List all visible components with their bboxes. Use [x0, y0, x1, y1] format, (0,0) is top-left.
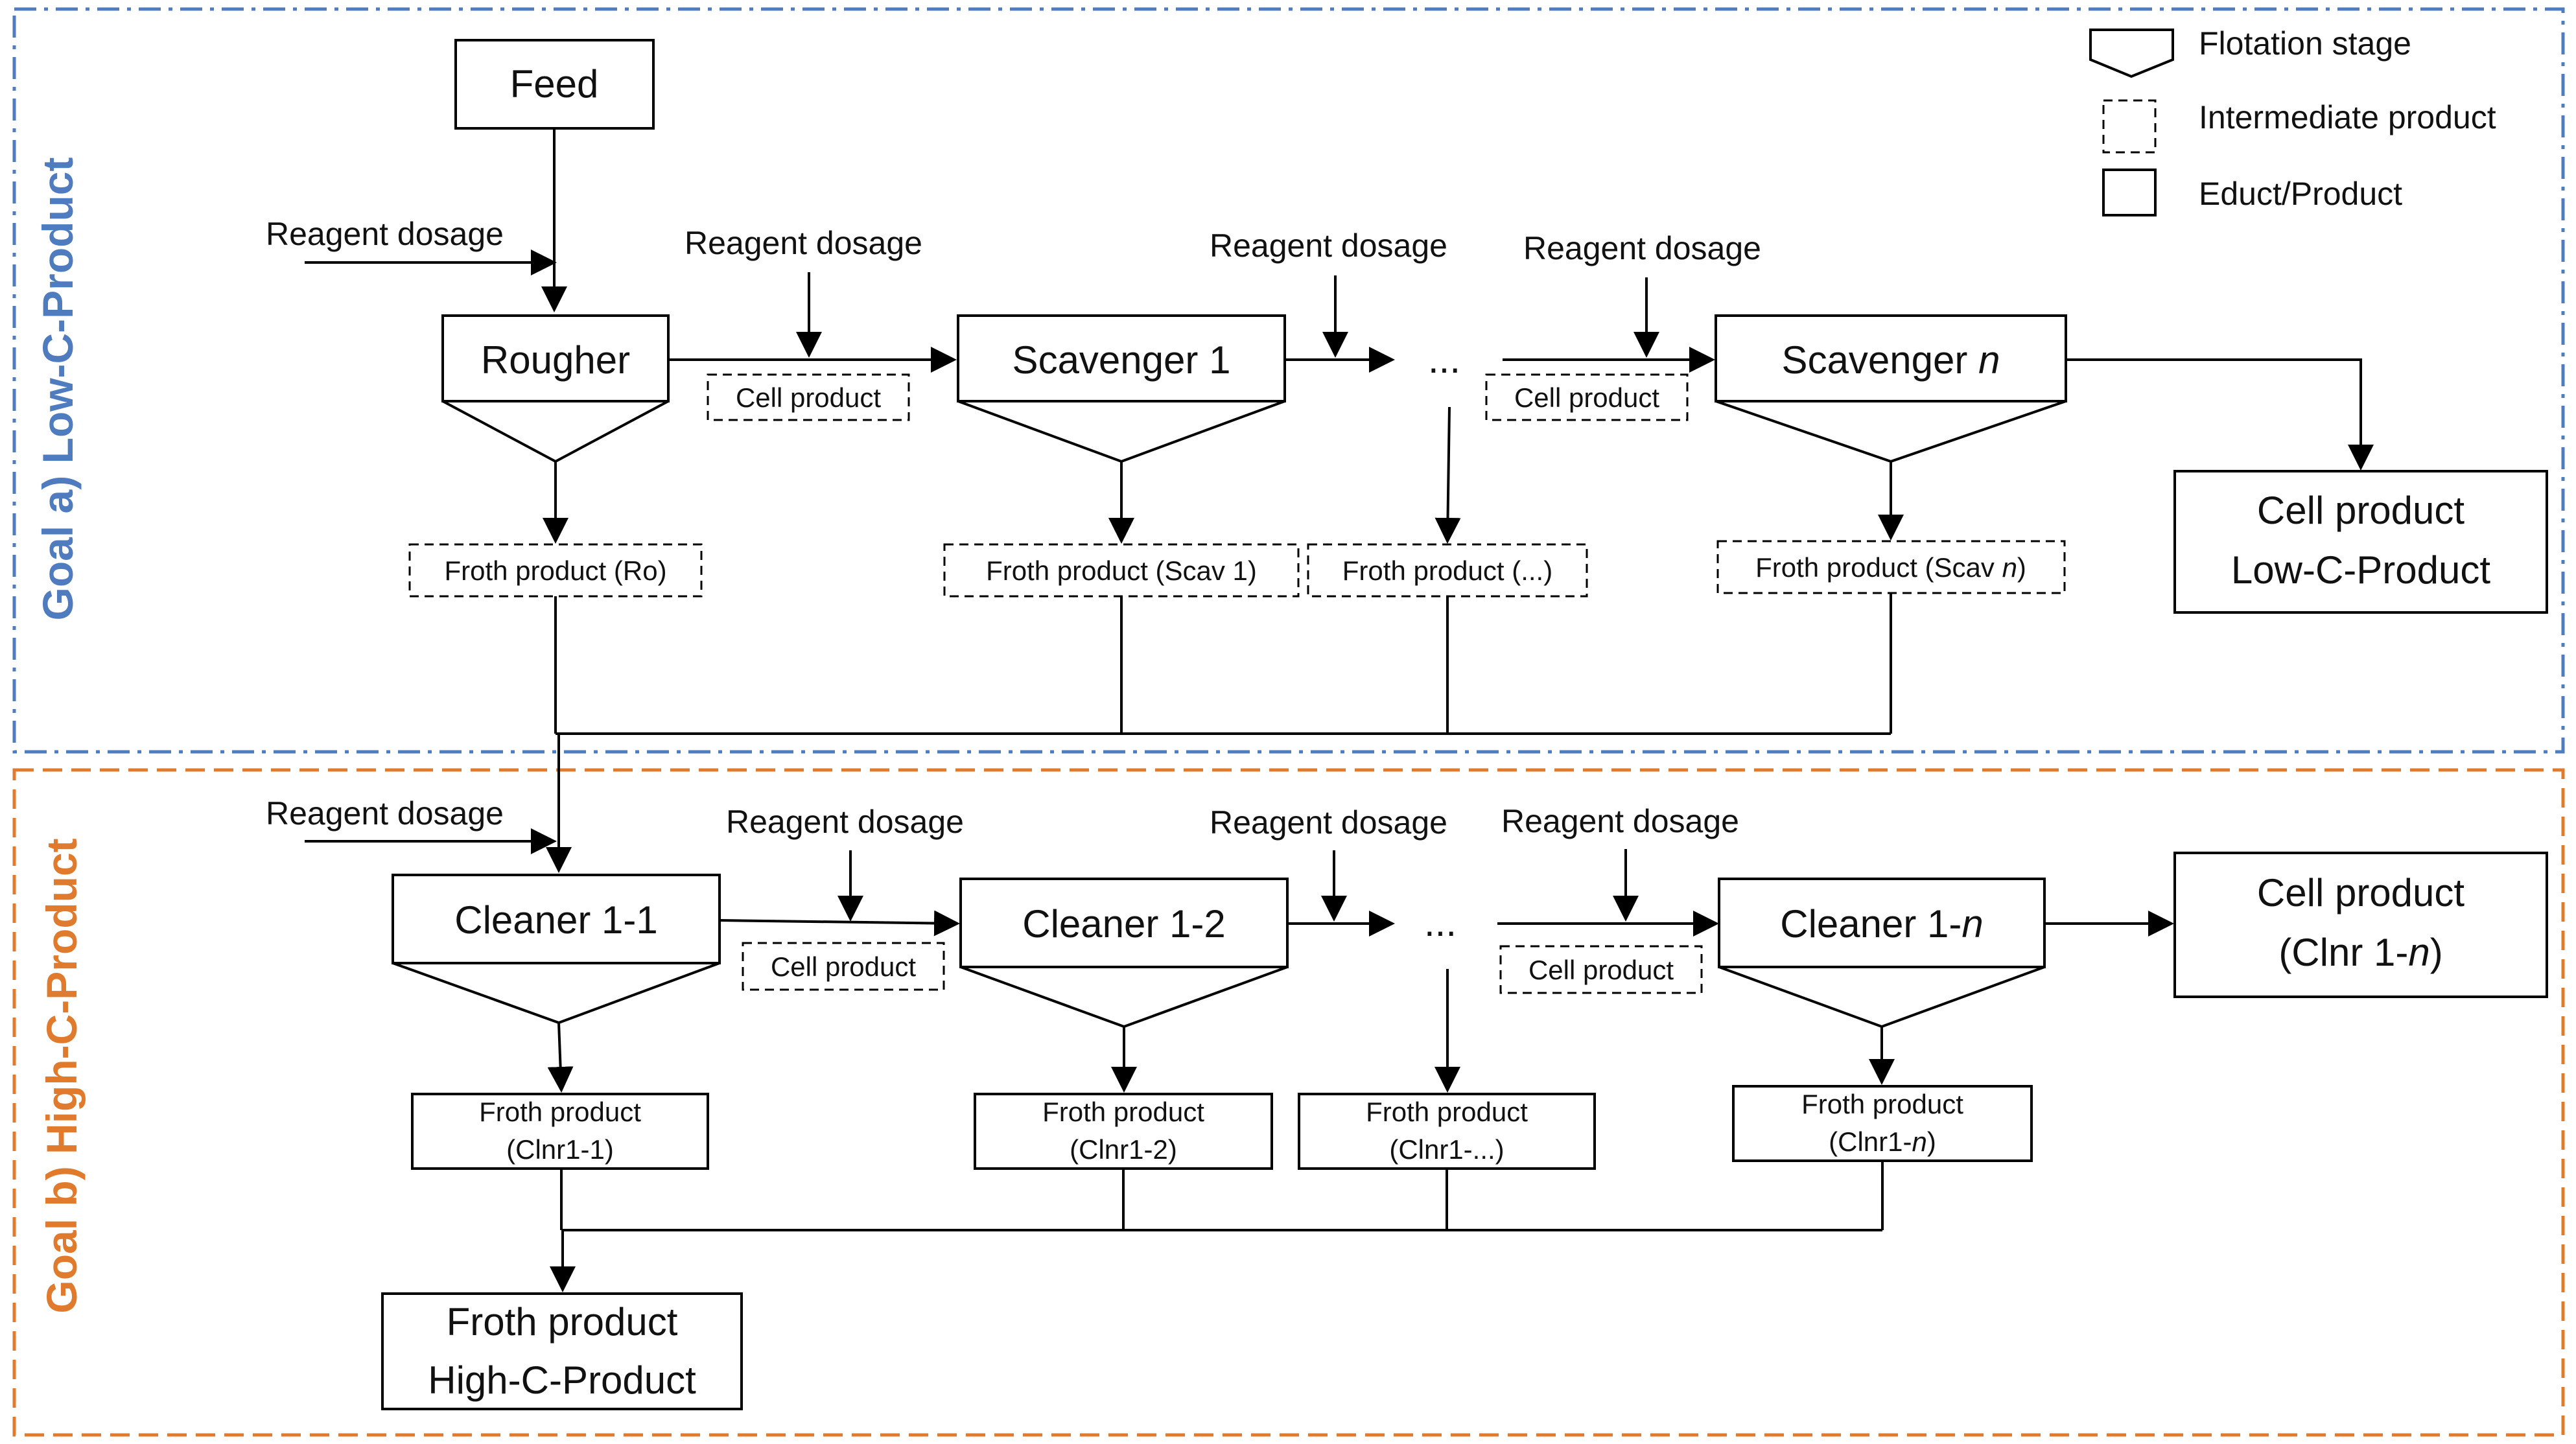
- froth-scav1-box: [943, 543, 1300, 598]
- rougher-cone: [442, 400, 669, 463]
- froth-scavn-box: [1716, 540, 2066, 594]
- feed-label: Feed: [510, 62, 599, 106]
- froth-clnr1-dots-line2: (Clnr1-...): [1389, 1134, 1504, 1165]
- froth-clnr1-1-line2: (Clnr1-1): [506, 1134, 614, 1165]
- cell-product-ro-box: [707, 373, 910, 421]
- goal-a-label: Goal a) Low-C-Product: [34, 157, 82, 620]
- cell-product-clnr1n-line2: (Clnr 1-n): [2278, 931, 2442, 974]
- reagent-dosage-cleaner-n: Reagent dosage: [1501, 803, 1739, 839]
- froth-high-c-line1: Froth product: [447, 1300, 678, 1344]
- flotation-stage-legend-icon: [2089, 29, 2174, 78]
- froth-ro-box: [408, 543, 703, 598]
- legend-educt-product: Educt/Product: [2199, 176, 2402, 212]
- cleaner-1-1-cone: [392, 962, 720, 1025]
- cell-product-c11-label: Cell product: [771, 951, 916, 982]
- cell-product-clnr1n-box: [2173, 852, 2548, 998]
- rougher-label: Rougher: [481, 338, 630, 382]
- cleaner-1-n-label: Cleaner 1-n: [1780, 902, 1984, 946]
- scavenger-1-cone: [957, 400, 1285, 463]
- froth-scav1-label: Froth product (Scav 1): [986, 555, 1257, 586]
- cleaner-1-n-cone: [1718, 966, 2045, 1029]
- reagent-dosage-cleaner-dots: Reagent dosage: [1210, 804, 1447, 841]
- cell-product-dots-label: Cell product: [1514, 382, 1659, 413]
- ellipsis-b: ...: [1424, 901, 1457, 944]
- rougher-stage: [441, 314, 670, 402]
- reagent-dosage-scav1: Reagent dosage: [685, 225, 922, 261]
- cell-product-low-c-box: [2173, 470, 2548, 614]
- cell-product-c11-box: [742, 942, 945, 991]
- cleaner-1-n-stage: [1718, 878, 2046, 968]
- froth-clnr1-n-line2: (Clnr1-n): [1829, 1126, 1936, 1157]
- froth-ro-label: Froth product (Ro): [444, 555, 666, 586]
- froth-clnr1-1-box: [411, 1093, 709, 1170]
- cleaner-1-1-label: Cleaner 1-1: [454, 898, 658, 942]
- cleaner-1-2-cone: [960, 966, 1288, 1029]
- intermediate-product-legend-icon: [2102, 99, 2157, 154]
- goal-a-region: [12, 7, 2565, 754]
- cleaner-1-2-stage: [959, 878, 1289, 968]
- legend-intermediate-product: Intermediate product: [2199, 99, 2496, 135]
- froth-clnr1-dots-line1: Froth product: [1366, 1097, 1528, 1127]
- ellipsis-a: ...: [1428, 338, 1460, 381]
- legend: Flotation stage Intermediate product Edu…: [2089, 25, 2496, 216]
- cell-product-low-c-line1: Cell product: [2257, 489, 2465, 532]
- cell-product-c1dots-box: [1499, 945, 1703, 994]
- reagent-dosage-scav2: Reagent dosage: [1210, 227, 1447, 264]
- legend-flotation-stage: Flotation stage: [2199, 25, 2411, 62]
- scavenger-1-label: Scavenger 1: [1013, 338, 1231, 382]
- froth-clnr1-n-line1: Froth product: [1801, 1089, 1963, 1119]
- cell-product-low-c-line2: Low-C-Product: [2231, 548, 2490, 592]
- scavenger-n-cone: [1715, 400, 2067, 463]
- cell-product-dots-box: [1485, 373, 1689, 421]
- goal-b-region: [12, 768, 2565, 1437]
- froth-scavn-label: Froth product (Scav n): [1755, 552, 2026, 583]
- scavenger-n-label: Scavenger n: [1782, 338, 2000, 382]
- reagent-dosage-scavn: Reagent dosage: [1523, 230, 1761, 266]
- froth-clnr1-2-line1: Froth product: [1042, 1097, 1204, 1127]
- educt-product-legend-icon: [2102, 169, 2157, 216]
- froth-dots-label: Froth product (...): [1342, 555, 1552, 586]
- goal-b-label: Goal b) High-C-Product: [38, 838, 86, 1313]
- froth-clnr1-2-box: [974, 1093, 1273, 1170]
- cleaner-1-2-label: Cleaner 1-2: [1022, 902, 1226, 946]
- froth-high-c-line2: High-C-Product: [428, 1358, 696, 1402]
- cell-product-c1dots-label: Cell product: [1528, 955, 1674, 985]
- cell-product-ro-label: Cell product: [736, 382, 881, 413]
- cell-product-clnr1n-line1: Cell product: [2257, 871, 2465, 914]
- reagent-dosage-cleaner-1-1: Reagent dosage: [266, 795, 504, 832]
- froth-clnr1-2-line2: (Clnr1-2): [1070, 1134, 1177, 1165]
- reagent-dosage-cleaner-1-2: Reagent dosage: [726, 804, 964, 840]
- froth-clnr1-1-line1: Froth product: [479, 1097, 641, 1127]
- froth-high-c-box: [381, 1292, 743, 1410]
- reagent-dosage-rougher: Reagent dosage: [266, 216, 504, 252]
- froth-clnr1-n-box: [1732, 1085, 2033, 1162]
